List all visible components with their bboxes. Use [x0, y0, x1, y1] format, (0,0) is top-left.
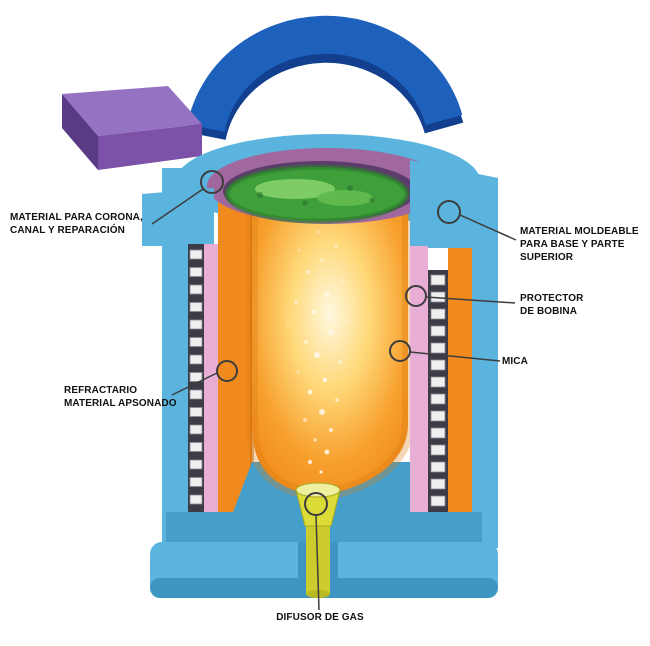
gas-bubble	[338, 360, 342, 364]
gas-bubble	[314, 352, 320, 358]
coil-turn	[189, 354, 203, 365]
coil-turn	[189, 249, 203, 260]
melt-highlight	[255, 179, 335, 199]
gas-bubble	[297, 248, 301, 252]
gas-bubble	[294, 300, 298, 304]
gas-bubble	[307, 389, 313, 395]
molten-cavity-glow	[252, 202, 408, 496]
coil-turn	[430, 393, 446, 405]
coil-turn	[189, 424, 203, 435]
gas-bubble	[319, 470, 323, 474]
gas-bubble	[328, 330, 334, 336]
callout-circle-mica	[389, 340, 411, 362]
callout-circle-protector	[405, 285, 427, 307]
shell-wall-left	[162, 168, 188, 548]
callout-circle-refractario	[216, 360, 238, 382]
gas-bubble	[303, 418, 307, 422]
coil-turn	[430, 359, 446, 371]
melt-speck	[369, 197, 375, 203]
shell-wall-right	[472, 240, 498, 548]
leader-line-mica	[409, 351, 501, 362]
coil-turn	[430, 444, 446, 456]
coil-turn	[430, 427, 446, 439]
callout-circle-corona	[200, 170, 224, 194]
melt-rim	[224, 164, 410, 224]
gas-bubble	[320, 258, 324, 262]
gas-bubble	[307, 459, 313, 465]
coil-turn	[430, 495, 446, 507]
pour-chute-side-face	[62, 94, 98, 170]
coil-turn	[430, 478, 446, 490]
label-material-moldeable: MATERIAL MOLDEABLE PARA BASE Y PARTE SUP…	[520, 226, 639, 263]
melt-speck	[302, 200, 308, 206]
leader-line-difusor	[315, 514, 320, 611]
coil-turn	[430, 461, 446, 473]
gas-bubble	[345, 318, 349, 322]
refractory-wall-left	[218, 180, 252, 536]
gas-bubble	[313, 438, 317, 442]
gas-bubble	[304, 340, 308, 344]
gas-bubble	[340, 278, 344, 282]
leader-line-refractario	[171, 372, 218, 396]
gas-bubble	[319, 409, 325, 415]
gas-bubble	[311, 309, 317, 315]
coil-turn	[430, 410, 446, 422]
label-refractario: REFRACTARIO MATERIAL APSONADO	[64, 385, 177, 409]
diffuser-cap	[295, 482, 341, 498]
gas-bubble	[350, 298, 354, 302]
coil-turn	[430, 325, 446, 337]
gas-bubble	[296, 370, 300, 374]
label-difusor-gas: DIFUSOR DE GAS	[276, 612, 364, 623]
label-material-corona: MATERIAL PARA CORONA, CANAL Y REPARACIÓN	[10, 212, 143, 236]
leader-line-corona	[151, 188, 204, 225]
coil-turn	[189, 459, 203, 470]
callout-circle-moldeable	[437, 200, 461, 224]
shell-ledge-right	[410, 160, 498, 248]
coil-turn	[189, 389, 203, 400]
melt-swirl	[317, 190, 373, 206]
coil-turn	[189, 372, 203, 382]
coil-turn	[189, 302, 203, 312]
coil-turn	[430, 308, 446, 320]
coil-turn	[189, 407, 203, 417]
coil-turn	[189, 284, 203, 295]
gas-bubble	[324, 291, 330, 297]
leader-line-moldeable	[459, 214, 517, 241]
coil-protector-right	[410, 246, 428, 554]
coil-protector-left	[204, 244, 218, 536]
pour-chute-front-face	[98, 124, 202, 170]
refractory-wall-right	[448, 246, 474, 528]
coil-turn	[430, 274, 446, 286]
coil-turn	[430, 342, 446, 354]
coil-turn	[189, 267, 203, 277]
gas-bubble	[306, 270, 310, 274]
coil-turn	[189, 319, 203, 330]
pour-chute-top-face	[62, 86, 202, 136]
coil-turn	[189, 442, 203, 452]
gas-bubble	[335, 398, 339, 402]
top-arc-handle	[187, 15, 463, 133]
melt-speck	[347, 185, 353, 191]
gas-bubble	[316, 230, 320, 234]
leader-line-protector	[425, 296, 516, 304]
coil-turn	[430, 376, 446, 388]
gas-bubble	[329, 428, 333, 432]
melt-speck	[257, 192, 263, 198]
coil-turn	[189, 477, 203, 487]
gas-bubble	[324, 449, 330, 455]
gas-bubble	[286, 323, 290, 327]
gas-bubble	[334, 244, 338, 248]
label-protector-bobina: PROTECTOR DE BOBINA	[520, 293, 584, 317]
coil-turn	[189, 337, 203, 347]
gas-bubble	[322, 377, 328, 383]
coil-turn	[189, 494, 203, 505]
label-mica: MICA	[502, 356, 528, 367]
